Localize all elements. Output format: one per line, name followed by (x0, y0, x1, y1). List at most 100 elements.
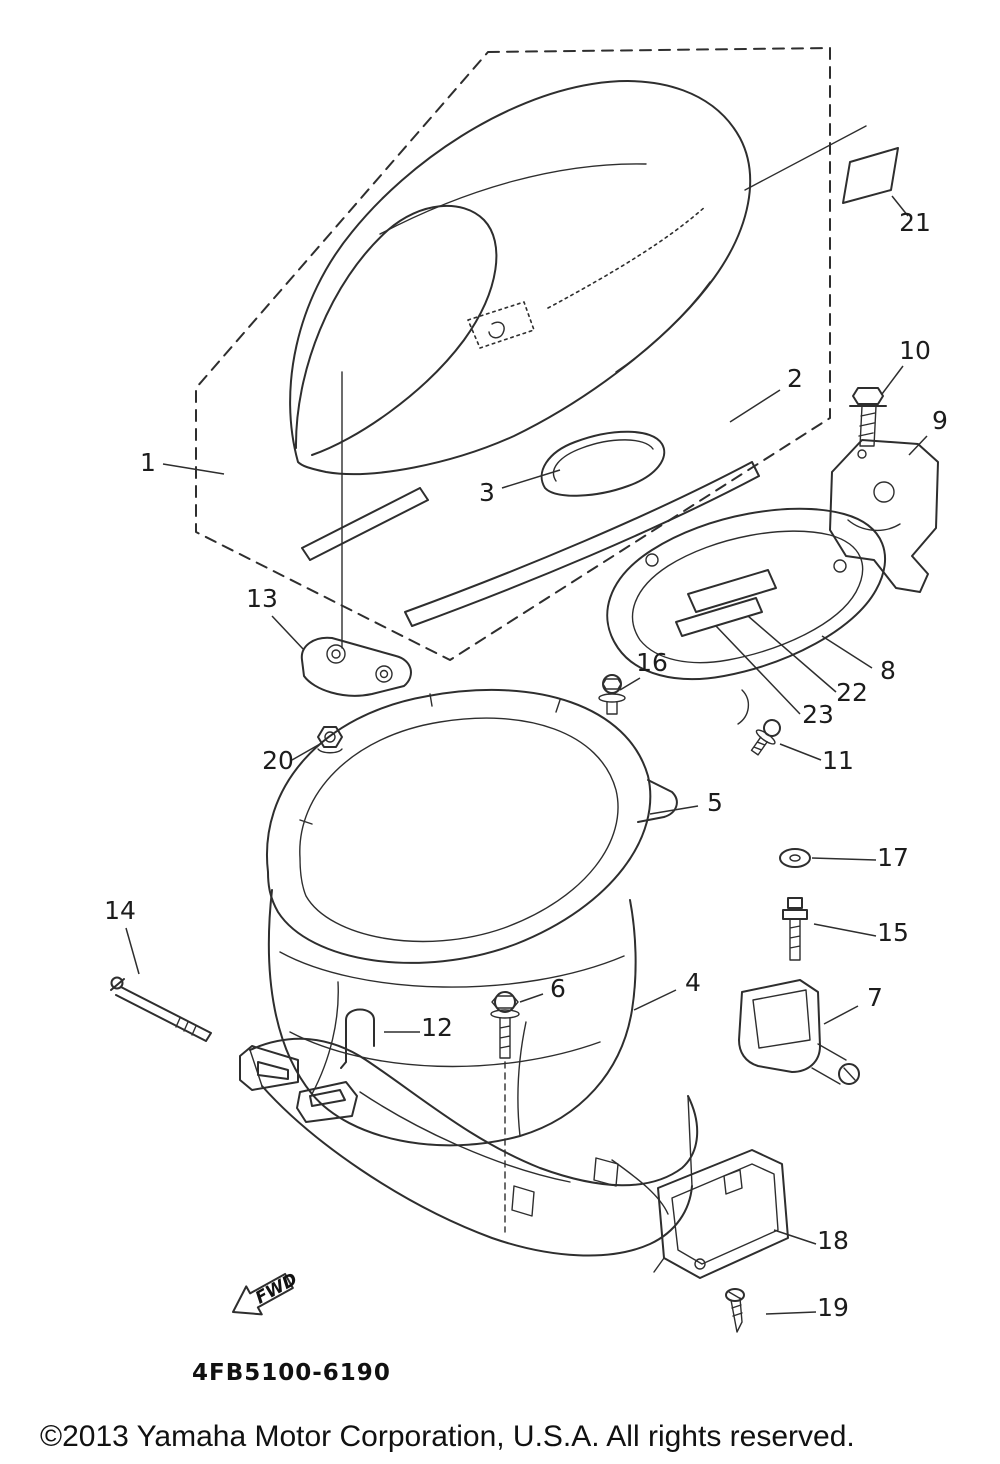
leader-line-15 (813, 923, 877, 937)
frame-upper-edge (249, 1037, 699, 1187)
box-side-lines (311, 981, 527, 1137)
leader-line-6 (519, 993, 544, 1003)
box-contours (279, 951, 625, 1068)
carrier-mount-hole-left (645, 553, 659, 567)
flange-bolt-10 (849, 387, 887, 447)
warning-tag (744, 125, 899, 204)
callout-14: 14 (104, 896, 136, 925)
diagram-part-code: 4FB5100-6190 (192, 1360, 391, 1386)
leader-line-22 (747, 615, 837, 693)
leader-line-2 (729, 389, 781, 423)
leader-line-11 (779, 743, 822, 761)
callout-16: 16 (636, 648, 668, 677)
frame-left-bracket (239, 1045, 299, 1091)
callout-12: 12 (421, 1013, 453, 1042)
leader-line-4 (633, 989, 677, 1011)
stud-shaft (789, 918, 801, 961)
hinge-hole-right-inner (379, 669, 389, 679)
leader-line-10 (881, 365, 904, 395)
stud-bolt-15 (782, 897, 808, 961)
rim-right-tab (637, 779, 678, 823)
carrier-inner-frame (631, 530, 864, 664)
storage-box-rim (266, 689, 678, 964)
screw-head (725, 1288, 745, 1302)
leader-line-20 (291, 743, 321, 761)
carrier-outer-frame (606, 507, 886, 681)
frame-lower-edge (261, 1085, 693, 1257)
leader-line-5 (649, 805, 699, 815)
lock-body (738, 979, 821, 1073)
hinge-outline (300, 636, 412, 697)
leader-line-19 (765, 1311, 817, 1315)
bolt16-shaft (606, 701, 618, 715)
under-frame (239, 1037, 699, 1257)
lock-key-slot (843, 1067, 856, 1081)
copyright-text: ©2013 Yamaha Motor Corporation, U.S.A. A… (40, 1420, 855, 1453)
callout-22: 22 (836, 678, 868, 707)
bolt11-flange (755, 729, 776, 745)
callout-5: 5 (707, 788, 723, 817)
trim-strip-long (404, 461, 760, 627)
cover-emblem (723, 1169, 743, 1195)
hinge-hole-right-outer (375, 665, 393, 683)
flange-bolt-16 (598, 674, 626, 715)
callout-6: 6 (550, 974, 566, 1003)
box-outline (267, 889, 637, 1147)
callout-1: 1 (140, 448, 156, 477)
leader-line-16 (619, 677, 641, 691)
seat (289, 80, 752, 649)
bolt11-shaft (750, 736, 768, 756)
carrier-lower-hook (737, 689, 749, 725)
frame-vents (511, 1157, 619, 1217)
stud-head (782, 897, 808, 920)
bolt6-shaft (499, 1017, 511, 1059)
callout-8: 8 (880, 656, 896, 685)
leader-line-8 (821, 635, 873, 669)
tag-leader-line (744, 125, 867, 191)
leader-line-1 (162, 463, 225, 475)
frame-second-bracket (296, 1081, 358, 1123)
callout-4: 4 (685, 968, 701, 997)
leader-line-7 (823, 1005, 859, 1025)
bolt10-shaft (858, 405, 877, 447)
bracket-bend-line (847, 519, 901, 531)
callout-21: 21 (899, 208, 931, 237)
bolt6-hex (491, 995, 519, 1009)
cover-tab (653, 1257, 665, 1273)
leader-line-9 (908, 435, 928, 456)
leader-line-18 (773, 1229, 817, 1245)
rim-notches (299, 693, 561, 825)
seat-lock-trim (540, 430, 666, 497)
frame-connectors (249, 1049, 693, 1215)
screw-19 (725, 1288, 745, 1333)
storage-box (267, 889, 637, 1233)
oval-trim-outline (540, 430, 666, 497)
nut-hex (317, 726, 343, 748)
callout-17: 17 (877, 843, 909, 872)
callout-10: 10 (899, 336, 931, 365)
callout-23: 23 (802, 700, 834, 729)
seat-latch-detail (488, 321, 505, 339)
leader-line-17 (811, 857, 877, 861)
callout-3: 3 (479, 478, 495, 507)
lock-cylinder-links (811, 1043, 847, 1085)
seat-trim-strips (301, 461, 760, 627)
lock-assembly-7 (738, 979, 860, 1085)
leader-line-21 (891, 195, 909, 217)
washer-hole (789, 854, 801, 862)
hinge-hole-left-outer (326, 644, 346, 664)
callout-19: 19 (817, 1293, 849, 1322)
tag-outline (842, 147, 899, 204)
flange-bolt-11 (750, 719, 781, 756)
rim-opening (299, 717, 619, 943)
seat-outline (289, 80, 752, 476)
callout-20: 20 (262, 746, 294, 775)
seat-dotted-details (467, 205, 707, 349)
rod-threads (175, 1017, 197, 1036)
bolt16-flange (598, 693, 626, 703)
screw-shaft (730, 1297, 743, 1333)
rear-carrier (606, 507, 886, 725)
hinge-bracket-13 (300, 636, 412, 697)
bracket-outline (829, 439, 939, 593)
